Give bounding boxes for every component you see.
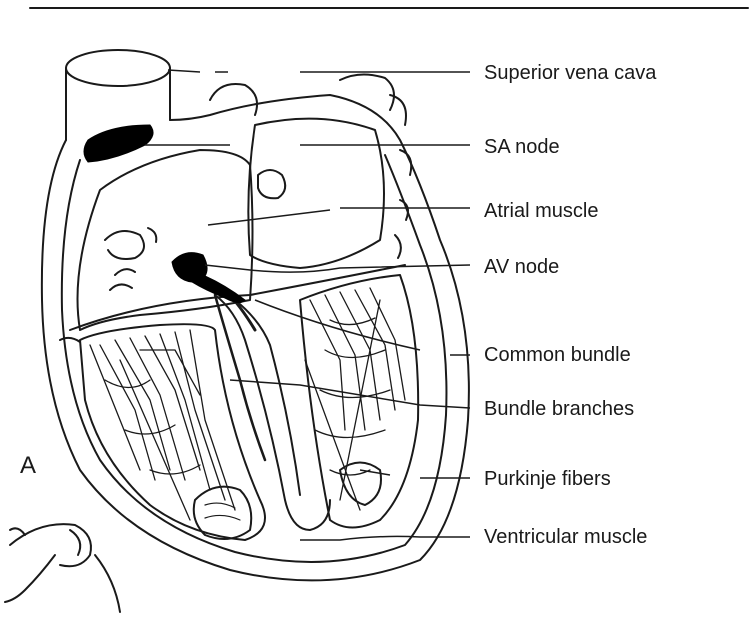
pulmonary-vein-opening [258,170,285,198]
aorta-vessel [210,84,257,115]
papillary-detail-1 [205,503,235,508]
left-opening-small [395,235,401,258]
hand-thumb [10,528,25,535]
label-ventricular-muscle: Ventricular muscle [484,526,647,548]
label-atrial-muscle: Atrial muscle [484,200,598,222]
panel-letter: A [20,452,36,480]
right-ventricle-fibers [90,330,235,520]
left-ventricle-fibers [305,288,405,510]
right-atrium-chamber [78,150,253,330]
leader-ventricular-muscle [300,536,470,540]
leader-purkinje-fibers [360,470,470,478]
hand-finger-lower [5,555,55,602]
heart-outer-contour [42,95,469,580]
tricuspid-hint [60,338,80,342]
label-superior-vena-cava: Superior vena cava [484,62,656,84]
label-bundle-branches: Bundle branches [484,398,634,420]
vessel-branch [390,95,406,125]
heart-inner-wall [62,155,447,562]
leader-bundle-branches [230,380,470,408]
label-common-bundle: Common bundle [484,344,631,366]
sa-node-shape [84,125,153,162]
atrial-opening-3 [115,269,135,275]
leader-av-node [205,265,470,272]
label-sa-node: SA node [484,136,560,158]
hand-fingernail [70,530,80,555]
atrial-opening-4 [110,284,132,290]
hand-right-edge [95,555,120,612]
av-node-shape [172,253,245,303]
papillary-detail-2 [205,515,240,520]
atrial-opening-2 [148,228,156,242]
atrial-opening-1 [105,231,144,259]
right-ventricle-chamber [80,324,265,540]
pulmonary-vessel [340,74,394,110]
superior-vena-cava-shape [66,50,170,86]
leader-superior-vena-cava [168,70,470,72]
left-atrium-chamber [248,119,384,268]
leader-lines [145,70,470,540]
label-av-node: AV node [484,256,559,278]
label-purkinje-fibers: Purkinje fibers [484,468,611,490]
